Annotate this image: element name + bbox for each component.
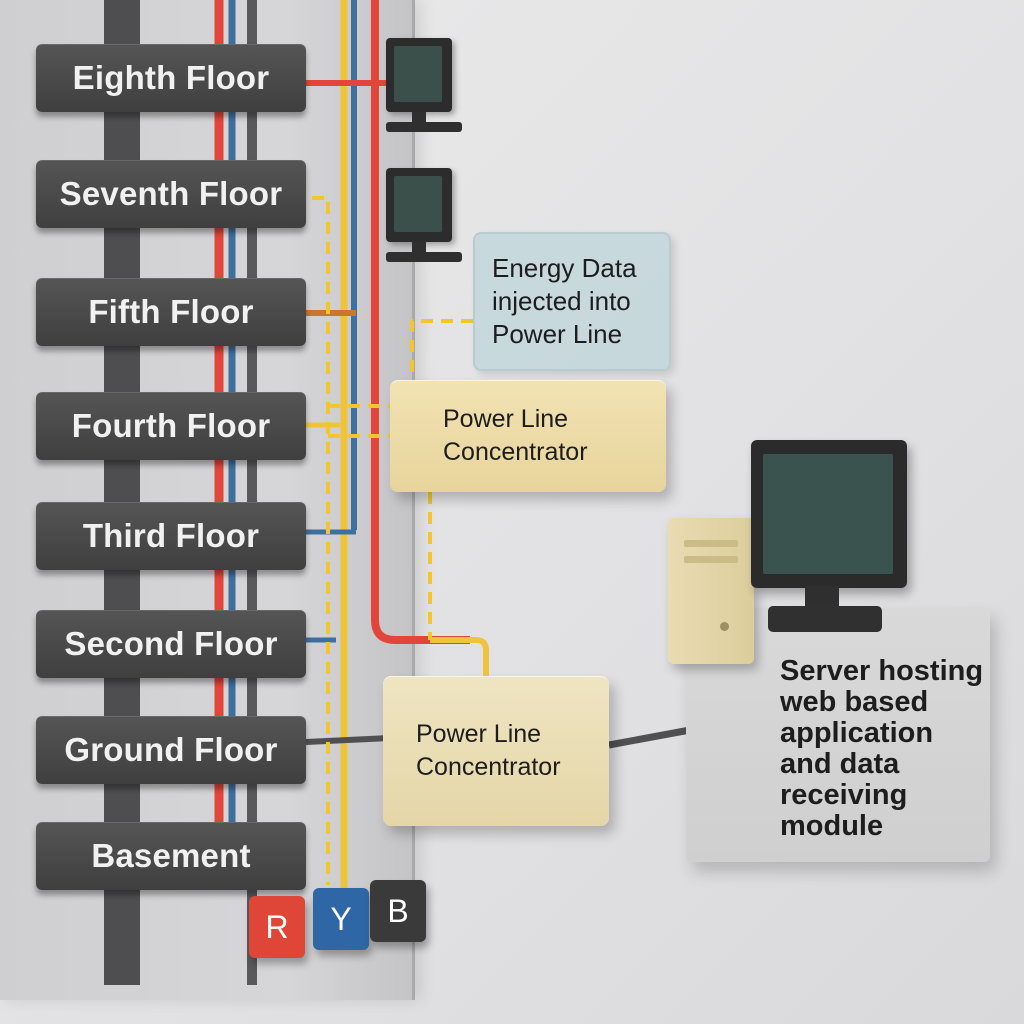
power-line-concentrator-upper: Power Line Concentrator	[390, 380, 666, 492]
energy-data-callout: Energy Data injected into Power Line	[473, 232, 671, 371]
floor-fourth: Fourth Floor	[36, 392, 306, 460]
signal-dashed-riser	[312, 196, 330, 885]
tap-ground	[305, 735, 391, 745]
floor-monitor-upper	[386, 38, 462, 134]
signal-dashed-callout	[410, 319, 473, 382]
monitor-icon	[386, 38, 452, 112]
monitor-icon	[386, 168, 452, 242]
server-monitor-base	[768, 606, 882, 632]
floor-second: Second Floor	[36, 610, 306, 678]
phase-b-block: B	[370, 880, 426, 942]
server-description: Server hosting web based application and…	[780, 655, 984, 842]
floor-third: Third Floor	[36, 502, 306, 570]
power-line-concentrator-lower: Power Line Concentrator	[383, 676, 609, 826]
floor-basement: Basement	[36, 822, 306, 890]
callout-text: Energy Data injected into Power Line	[492, 253, 637, 349]
phase-y-block: Y	[313, 888, 369, 950]
floor-ground: Ground Floor	[36, 716, 306, 784]
floor-monitor-lower	[386, 168, 462, 264]
signal-solid-conc-link	[430, 637, 489, 682]
server-monitor-icon	[751, 440, 907, 588]
trunk-wire-red	[371, 0, 470, 644]
floor-fifth: Fifth Floor	[36, 278, 306, 346]
floor-eighth: Eighth Floor	[36, 44, 306, 112]
concentrator-label: Power Line Concentrator	[443, 405, 588, 466]
server-tower-icon	[668, 518, 754, 664]
phase-r-block: R	[249, 896, 305, 958]
floor-seventh: Seventh Floor	[36, 160, 306, 228]
concentrator-label: Power Line Concentrator	[416, 720, 561, 781]
